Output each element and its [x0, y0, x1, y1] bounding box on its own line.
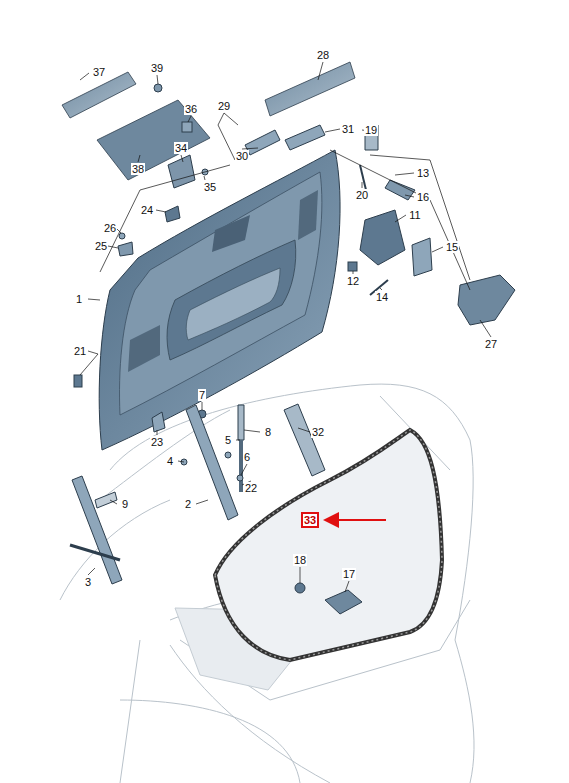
callout-number: 31 [341, 123, 355, 135]
callout-number: 25 [94, 240, 108, 252]
callout-number: 14 [375, 291, 389, 303]
callout-number: 16 [416, 191, 430, 203]
callout-number: 33 [303, 514, 317, 526]
callout-number: 29 [217, 100, 231, 112]
callout-number: 13 [416, 167, 430, 179]
callout-number: 36 [184, 103, 198, 115]
callout-number: 18 [293, 554, 307, 566]
callout-number: 17 [342, 568, 356, 580]
highlighted-callout: 33 [301, 512, 319, 528]
callout-number: 22 [244, 482, 258, 494]
callout-number: 9 [121, 498, 129, 510]
callout-number: 11 [408, 209, 421, 221]
callout-number: 8 [264, 426, 272, 438]
callout-number: 4 [166, 455, 174, 467]
callout-number: 30 [235, 150, 249, 162]
callout-number: 34 [174, 142, 188, 154]
callout-number: 37 [92, 66, 106, 78]
callout-number: 15 [445, 241, 459, 253]
callout-number: 35 [203, 181, 217, 193]
callout-number: 12 [346, 275, 360, 287]
callout-number: 23 [150, 436, 164, 448]
callout-number: 19 [364, 124, 378, 136]
callout-number: 39 [150, 62, 164, 74]
callout-number: 38 [131, 163, 145, 175]
callout-number: 7 [198, 389, 206, 401]
callout-number: 5 [224, 434, 232, 446]
callout-number: 6 [243, 451, 251, 463]
callout-number: 27 [484, 338, 498, 350]
callout-number: 3 [84, 576, 92, 588]
callout-number: 26 [103, 222, 117, 234]
callout-number: 1 [75, 293, 83, 305]
callout-number: 20 [355, 189, 369, 201]
callout-number: 2 [184, 498, 192, 510]
callout-number: 21 [73, 345, 87, 357]
callout-number: 28 [316, 49, 330, 61]
callout-number: 32 [311, 426, 325, 438]
callout-number: 24 [140, 204, 154, 216]
